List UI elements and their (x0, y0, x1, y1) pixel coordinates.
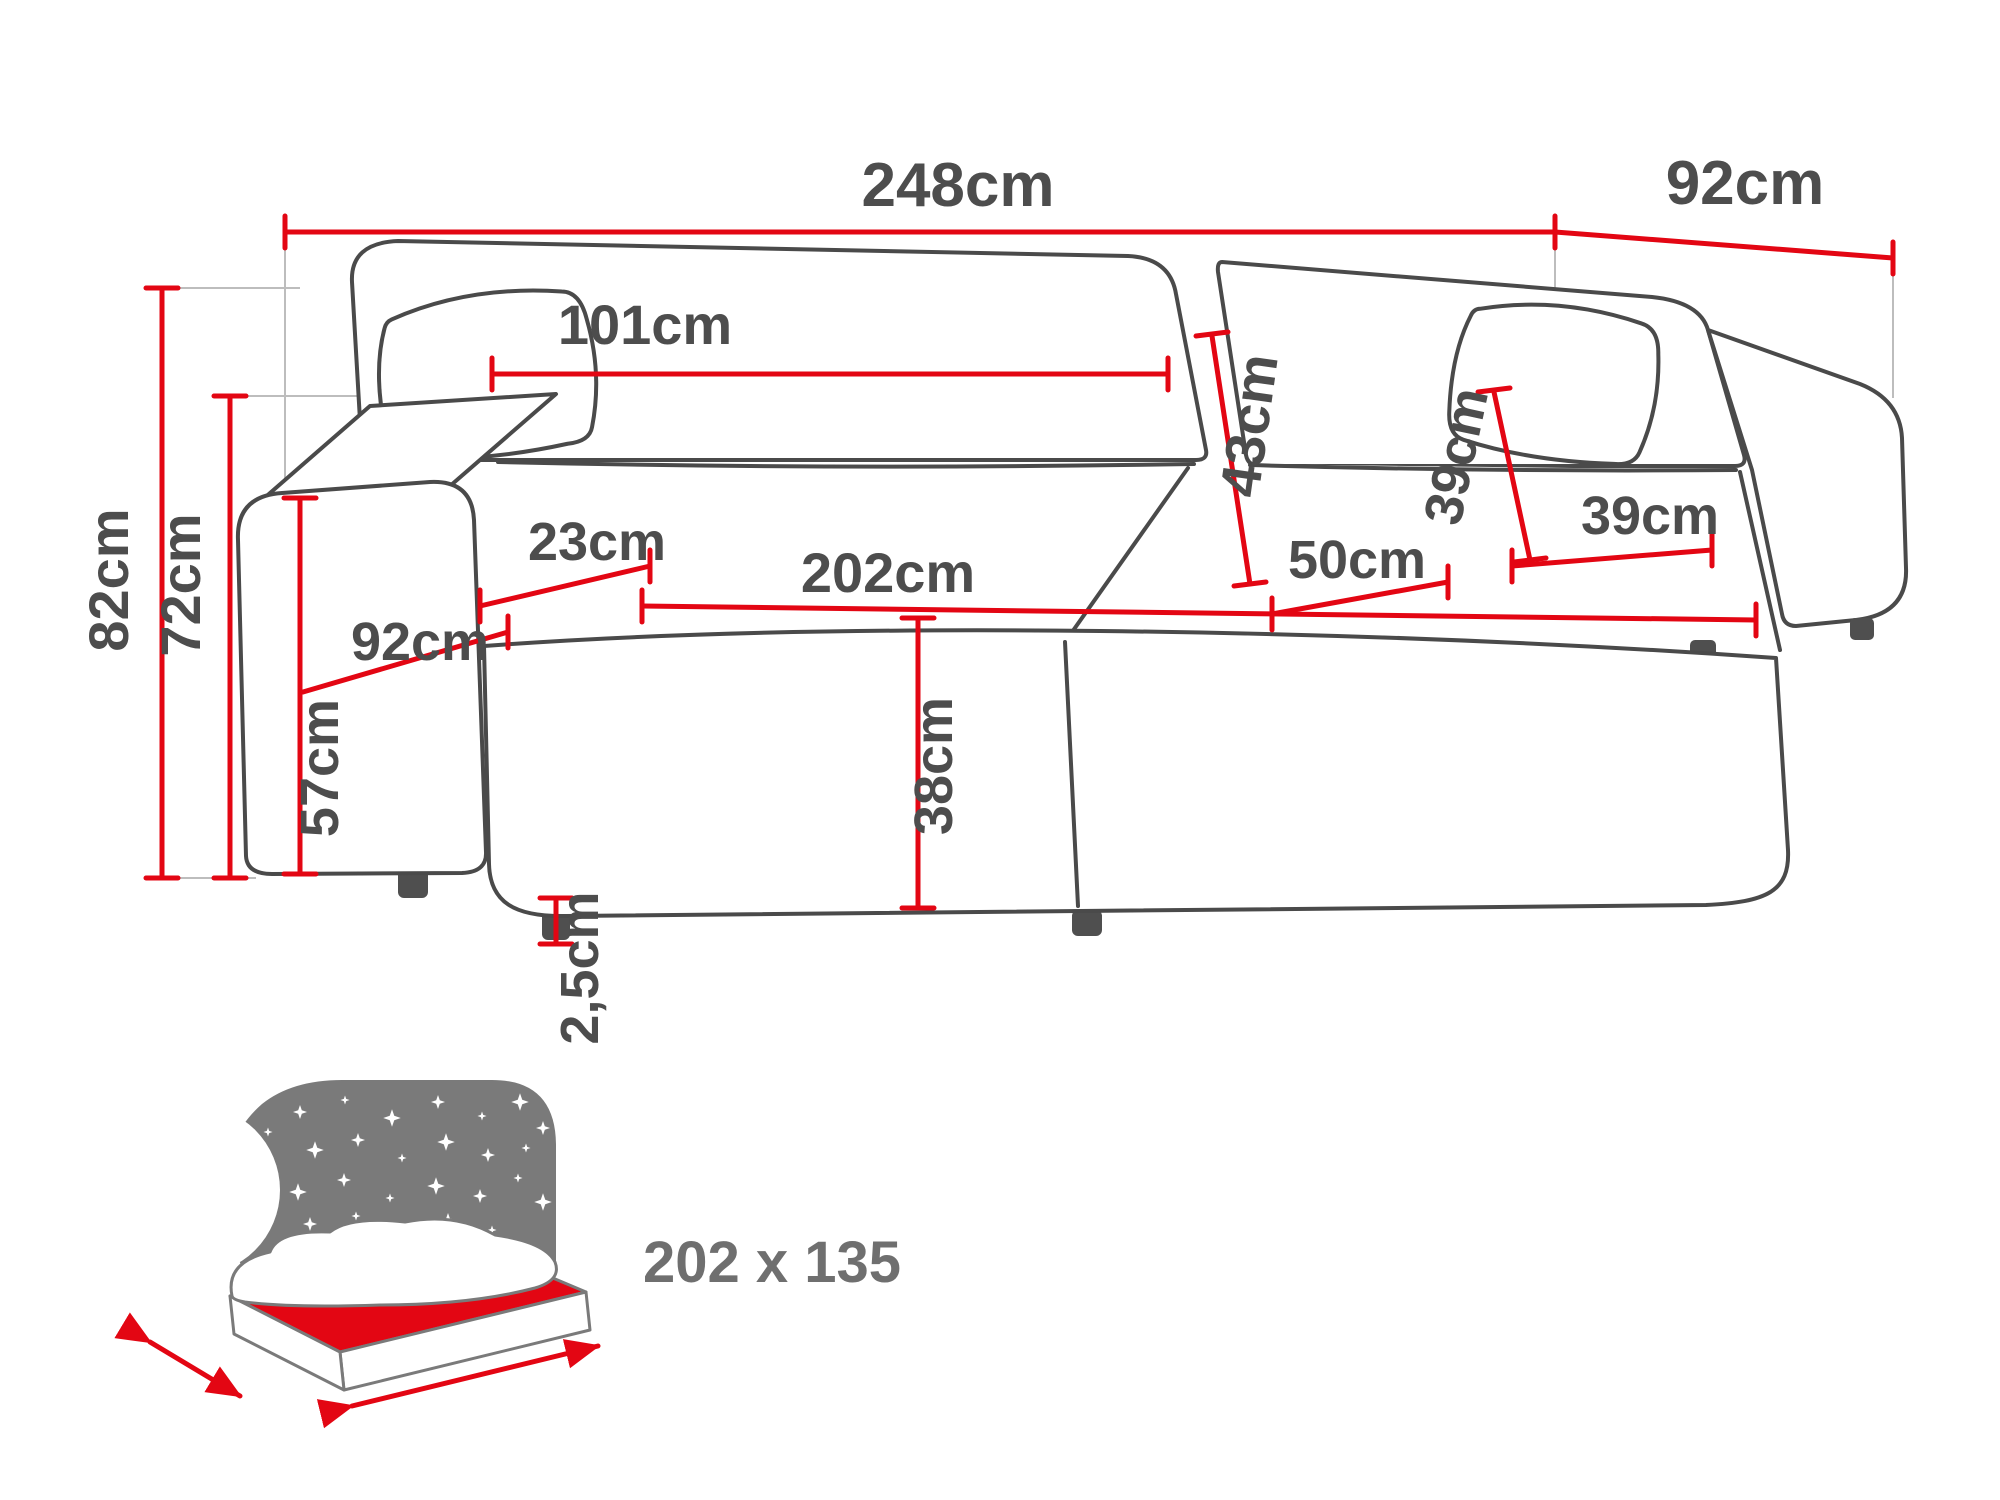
dim-line-total-depth (1552, 229, 1896, 277)
dim-backrest-height-label: 72cm (149, 513, 212, 656)
bed-width-arrow (316, 1339, 601, 1429)
dim-armrest-depth-label: 92cm (351, 612, 489, 672)
dim-seat-height-label: 38cm (904, 697, 964, 835)
dim-total-width-label: 248cm (861, 151, 1054, 220)
dim-line-seat-height (899, 615, 937, 911)
dim-seat-width-label: 202cm (801, 541, 975, 604)
dim-line-armrest-width (477, 547, 653, 625)
dim-line-armrest-height (281, 495, 319, 877)
right-side-panel (1706, 328, 1909, 628)
sleeping-area-label: 202 x 135 (643, 1230, 901, 1295)
dim-pillow-width-label: 39cm (1581, 486, 1719, 546)
dim-line-armrest-depth (300, 613, 511, 695)
dim-leg-height-label: 2,5cm (550, 891, 610, 1044)
seat-front-block (482, 628, 1791, 919)
dim-armrest-width-label: 23cm (528, 512, 666, 572)
bed-headboard (225, 1080, 557, 1268)
dim-line-back-cushion-width (489, 355, 1171, 393)
dimension-lines (143, 213, 1896, 947)
dim-line-pillow-height (1475, 385, 1549, 565)
sofa-outline (146, 239, 1909, 940)
bed-depth-arrow (114, 1312, 243, 1399)
headboard-moon-cut (110, 1105, 280, 1275)
dim-seat-depth-label: 50cm (1288, 530, 1426, 590)
dim-line-pillow-width (1509, 531, 1715, 585)
dim-line-seat-width (639, 587, 1759, 639)
dim-total-depth-label: 92cm (1666, 149, 1825, 218)
dim-total-height-label: 82cm (77, 508, 140, 651)
sleeping-area-icon: 202 x 135 (110, 1080, 901, 1429)
dim-line-back-cushion-height (1193, 329, 1269, 589)
dim-armrest-height-label: 57cm (290, 699, 350, 837)
dim-line-total-height (143, 285, 181, 881)
dim-line-backrest-height (211, 393, 249, 881)
armrest-front-face (235, 479, 489, 876)
dim-back-cushion-width-label: 101cm (558, 293, 732, 356)
dim-line-leg-height (537, 895, 575, 947)
bed-duvet (229, 1217, 558, 1308)
